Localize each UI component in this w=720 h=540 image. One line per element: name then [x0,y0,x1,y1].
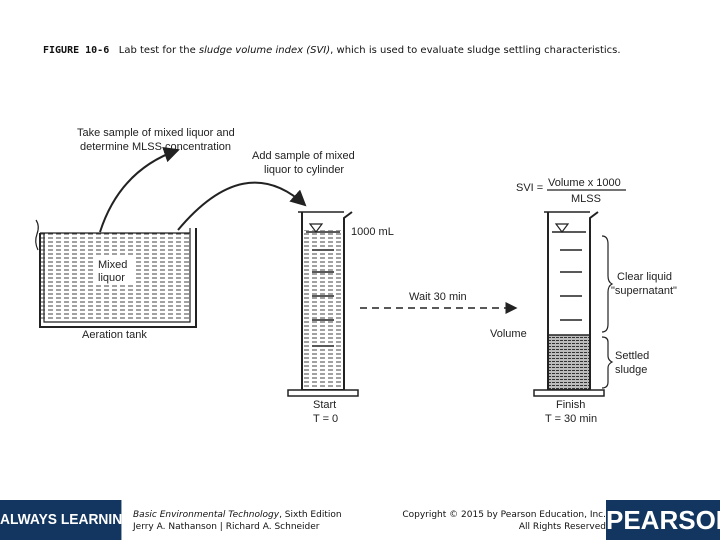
caption-text-before: Lab test for the [118,45,199,56]
svi-numerator: Volume x 1000 [548,177,621,189]
caption-text-after: , which is used to evaluate sludge settl… [330,45,621,56]
book-edition: , Sixth Edition [279,510,342,520]
copyright-line: Copyright © 2015 by Pearson Education, I… [402,510,606,520]
tank-wall [39,228,197,328]
add-sample-label-line1: Add sample of mixed [252,150,355,162]
finish-cylinder: Clear liquid "supernatant" Settled sludg… [533,211,677,425]
aeration-tank: Mixed liquor Aeration tank [35,219,197,341]
svi-denominator: MLSS [571,193,601,205]
mixed-liquor-label-line1: Mixed [98,259,127,271]
add-sample-label-line2: liquor to cylinder [264,164,344,176]
svi-formula: SVI = Volume x 1000 MLSS [516,177,626,205]
take-sample-label-line2: determine MLSS concentration [80,141,231,153]
supernatant-brace [601,235,614,333]
settled-sludge-label-line2: sludge [615,364,647,376]
clear-liquid-label-line2: "supernatant" [611,285,677,297]
footer: ALWAYS LEARNING Basic Environmental Tech… [0,500,720,540]
wait-label: Wait 30 min [409,291,467,303]
book-authors: Jerry A. Nathanson | Richard A. Schneide… [133,522,320,532]
caption-term: sludge volume index (SVI) [198,45,331,56]
mixed-liquor-label-line2: liquor [98,272,125,284]
finish-label: Finish [556,399,585,411]
finish-liquid-level-marker [554,223,570,233]
book-title: Basic Environmental Technology [133,510,280,520]
svi-test-diagram: Mixed liquor Aeration tank Take sample o… [35,127,677,425]
finish-cylinder-base [533,389,605,397]
aeration-tank-label: Aeration tank [82,329,147,341]
volume-1000ml-label: 1000 mL [351,226,394,238]
copyright-notice: Copyright © 2015 by Pearson Education, I… [402,509,606,533]
sludge-brace [601,336,614,389]
volume-label: Volume [490,328,527,340]
finish-time-label: T = 30 min [545,413,597,425]
mixed-liquor-label-bg [94,256,136,284]
start-label: Start [313,399,336,411]
take-sample-label-line1: Take sample of mixed liquor and [77,127,235,139]
svi-lhs: SVI = [516,182,543,194]
sample-arrow-to-lab [99,147,180,233]
figure-label: FIGURE 10-6 [43,45,110,56]
tank-left-break [35,219,39,251]
rights-line: All Rights Reserved [518,522,606,532]
finish-sludge-layer [548,335,590,390]
pearson-logo: PEARSON [606,500,720,540]
settled-sludge-label-line1: Settled [615,350,649,362]
start-liquid-level-marker [308,223,324,233]
start-cylinder: 1000 mL Start T = 0 [287,211,394,425]
sample-arrow-to-cylinder [177,181,307,231]
start-cylinder-base [287,389,359,397]
figure-caption: FIGURE 10-6 Lab test for the sludge volu… [43,44,643,57]
book-citation: Basic Environmental Technology, Sixth Ed… [133,509,342,533]
start-time-label: T = 0 [313,413,338,425]
tank-wall-inner [43,228,191,323]
always-learning-logo: ALWAYS LEARNING [0,500,122,540]
start-cylinder-liquor [302,230,344,390]
clear-liquid-label-line1: Clear liquid [617,271,672,283]
